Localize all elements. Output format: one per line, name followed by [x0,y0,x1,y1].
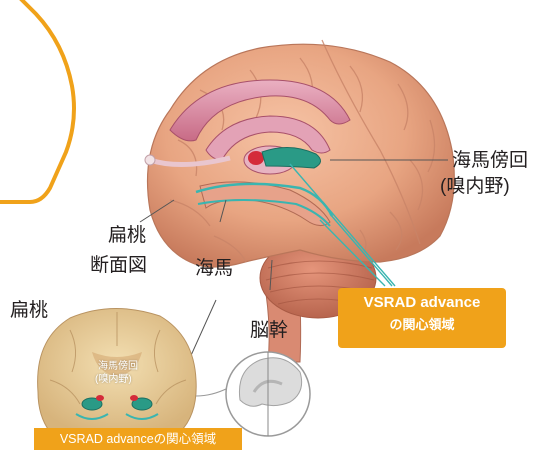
roi-badge-bottom: VSRAD advanceの関心領域 [34,428,242,450]
section-label-parahippocampal: 海馬傍回 [98,361,138,373]
label-hippocampus: 海馬 [195,258,233,280]
callout-bubble [0,0,74,202]
roi-badge: VSRAD advance の関心領域 [338,288,506,348]
label-amygdala-section-1: 扁桃 [108,225,146,247]
roi-badge-line2: の関心領域 [338,314,506,333]
label-brainstem: 脳幹 [250,320,288,342]
amygdala-3d [248,151,264,165]
label-amygdala-section-2: 断面図 [90,255,147,277]
label-parahippocampal: 海馬傍回 [452,150,528,172]
label-entorhinal: (嗅内野) [440,176,510,198]
section-label-entorhinal: (嗅内野) [95,374,132,386]
label-amygdala: 扁桃 [10,300,48,322]
roi-badge-line1: VSRAD advance [338,294,506,311]
